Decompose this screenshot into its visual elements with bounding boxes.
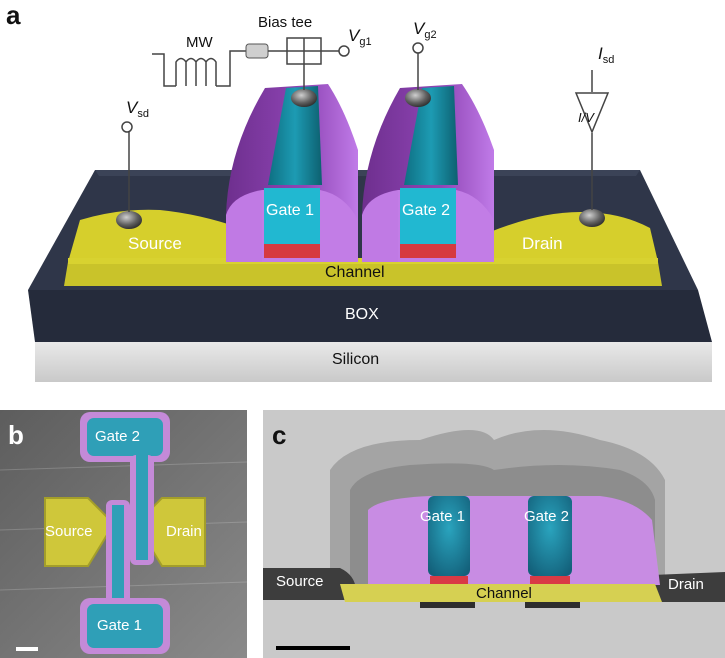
vsd-terminal [121,121,133,133]
label-gate2: Gate 2 [402,202,451,219]
label-source: Source [128,234,182,253]
c-drain-region [652,572,725,602]
vg1-terminal [338,45,350,57]
c-label-source: Source [276,573,324,590]
c-spacer [368,496,660,585]
gate1-contact [291,89,317,107]
c-scale-bar [276,646,350,650]
c-label-gate1: Gate 1 [420,508,466,525]
silicon-layer [35,342,712,382]
c-gate1 [428,496,470,576]
drain-mound [490,212,658,262]
bias-tee-capacitor [245,43,269,59]
iv-amplifier [574,92,610,134]
panel-a-letter: a [6,0,21,30]
vg2-terminal [412,42,424,54]
panel-b-letter: b [8,420,24,450]
label-mw: MW [186,34,213,51]
b-label-source: Source [45,523,93,540]
source-mound [68,209,240,262]
c-label-gate2: Gate 2 [524,508,570,525]
source-contact [116,211,142,229]
label-drain: Drain [522,234,563,253]
mw-inductor [175,57,217,86]
b-label-gate2: Gate 2 [95,428,141,445]
b-label-gate1: Gate 1 [97,617,143,634]
label-vsd: Vsd [126,98,149,120]
label-gate1: Gate 1 [266,202,315,219]
c-label-channel: Channel [476,585,532,602]
c-source-region [263,568,356,600]
label-vg2: Vg2 [413,19,437,41]
gate2-front [400,188,456,244]
box-layer [28,290,712,342]
b-label-drain: Drain [166,523,202,540]
c-channel [340,584,662,602]
label-channel: Channel [325,264,385,281]
label-bias-tee: Bias tee [258,14,313,31]
drain-contact [579,209,605,227]
gate1-front [264,188,320,244]
label-vg1: Vg1 [348,26,372,48]
label-iv: I/V [578,110,594,125]
b-gate1 [87,604,163,648]
label-isd: Isd [598,44,615,66]
label-box: BOX [345,306,379,323]
c-label-drain: Drain [668,576,704,593]
panel-c-letter: c [272,420,287,450]
label-silicon: Silicon [332,351,380,368]
b-gate2 [87,418,163,456]
c-gate2 [528,496,572,576]
b-scale-bar [16,647,38,651]
gate2-contact [405,89,431,107]
